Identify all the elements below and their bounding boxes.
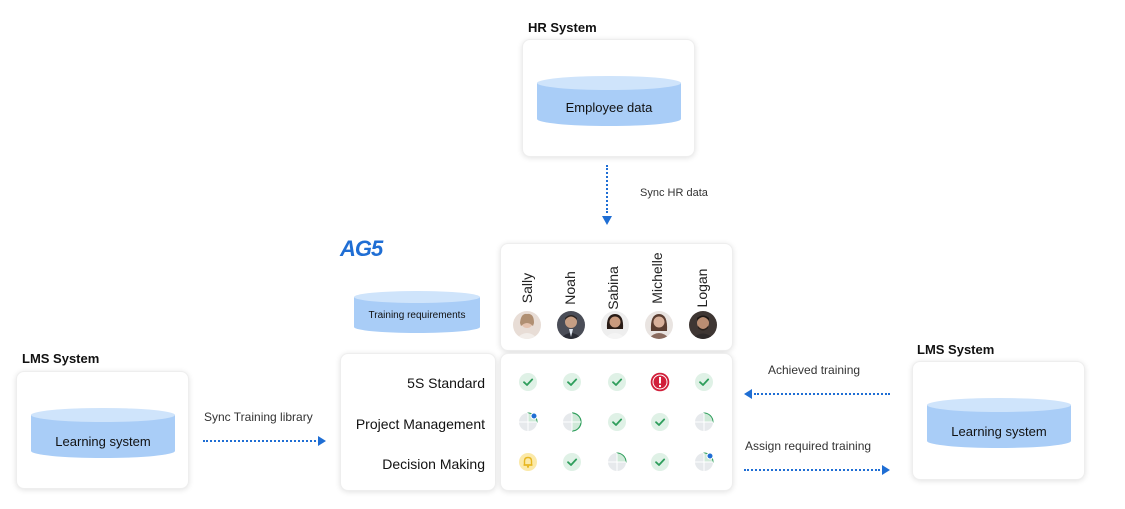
avatar-sally <box>513 311 541 339</box>
assign-training-arrow <box>882 465 890 475</box>
people-header-card: Sally Noah Sabina Michelle Logan <box>500 243 733 351</box>
sync-hr-arrow <box>602 216 612 225</box>
skill-decision-making: Decision Making <box>382 456 485 472</box>
check-icon[interactable] <box>607 412 627 432</box>
alert-icon[interactable] <box>650 372 670 392</box>
skill-project-management: Project Management <box>355 416 485 432</box>
assign-training-connector <box>744 469 880 471</box>
employee-data-database: Employee data <box>537 76 681 126</box>
quarter-progress-icon[interactable] <box>694 412 714 432</box>
check-icon[interactable] <box>562 372 582 392</box>
skills-card: 5S Standard Project Management Decision … <box>340 353 496 491</box>
sync-library-label: Sync Training library <box>204 410 313 424</box>
training-requirements-database: Training requirements <box>354 291 480 333</box>
check-icon[interactable] <box>694 372 714 392</box>
sync-hr-label: Sync HR data <box>640 187 708 199</box>
lms-left-db-label: Learning system <box>55 434 151 449</box>
lms-left-card: Learning system <box>16 371 189 489</box>
assign-training-label: Assign required training <box>745 439 872 453</box>
quarter-progress-icon[interactable] <box>607 452 627 472</box>
sync-library-arrow <box>318 436 326 446</box>
sync-library-connector <box>203 440 316 442</box>
check-icon[interactable] <box>650 412 670 432</box>
hr-system-title: HR System <box>528 20 597 35</box>
lms-right-title: LMS System <box>917 342 995 357</box>
person-name-michelle: Michelle <box>649 252 665 304</box>
quarter-progress-new-icon[interactable] <box>518 412 538 432</box>
skill-5s-standard: 5S Standard <box>407 375 485 391</box>
avatar-michelle <box>645 311 673 339</box>
lms-left-title: LMS System <box>22 351 100 366</box>
lms-right-card: Learning system <box>912 361 1085 480</box>
avatar-sabina <box>601 311 629 339</box>
status-grid-card <box>500 353 733 491</box>
ag5-logo: AG5 <box>340 236 383 261</box>
lms-left-database: Learning system <box>31 408 175 458</box>
employee-data-label: Employee data <box>565 100 653 115</box>
sync-hr-connector <box>606 165 608 213</box>
check-icon[interactable] <box>650 452 670 472</box>
avatar-noah <box>557 311 585 339</box>
lms-right-db-label: Learning system <box>951 424 1047 439</box>
quarter-progress-new-icon[interactable] <box>694 452 714 472</box>
check-icon[interactable] <box>607 372 627 392</box>
half-progress-icon[interactable] <box>562 412 582 432</box>
bell-icon[interactable] <box>518 452 538 472</box>
check-icon[interactable] <box>562 452 582 472</box>
hr-system-card: Employee data <box>522 39 695 157</box>
achieved-training-arrow <box>744 389 752 399</box>
training-requirements-label: Training requirements <box>368 310 466 321</box>
achieved-training-connector <box>754 393 890 395</box>
check-icon[interactable] <box>518 372 538 392</box>
achieved-training-label: Achieved training <box>768 363 861 377</box>
avatar-logan <box>689 311 717 339</box>
lms-right-database: Learning system <box>927 398 1071 448</box>
